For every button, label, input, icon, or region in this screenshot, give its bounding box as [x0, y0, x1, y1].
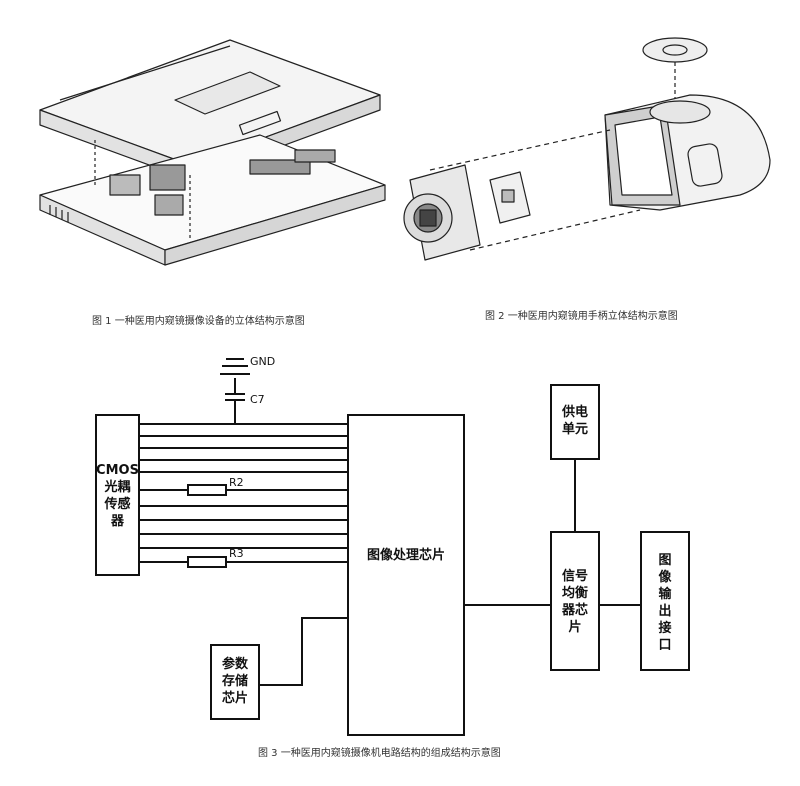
output-line-1: 图	[658, 553, 672, 568]
output-line-3: 输	[658, 587, 672, 602]
figure-2-caption: 图 2 一种医用内窥镜用手柄立体结构示意图	[485, 311, 678, 322]
power-block: 供电 单元	[551, 404, 599, 438]
figure-1-caption: 图 1 一种医用内窥镜摄像设备的立体结构示意图	[92, 316, 305, 327]
power-line-1: 供电	[561, 405, 588, 420]
output-line-5: 接	[658, 621, 672, 636]
image-processor-block: 图像处理芯片	[366, 548, 445, 563]
cmos-line-3: 传感	[104, 497, 131, 512]
figure-3-caption: 图 3 一种医用内窥镜摄像机电路结构的组成结构示意图	[258, 748, 501, 759]
r2-label: R2	[229, 476, 244, 489]
equalizer-line-2: 均衡	[561, 586, 588, 601]
power-line-2: 单元	[561, 422, 588, 437]
cmos-line-1: CMOS	[96, 463, 139, 478]
signal-equalizer-block: 信号 均衡 器芯 片	[551, 568, 599, 636]
c7-label: C7	[250, 393, 265, 406]
cmos-block: CMOS 光耦 传感 器	[96, 462, 139, 530]
param-line-3: 芯片	[221, 691, 248, 706]
cmos-line-4: 器	[110, 514, 124, 529]
cmos-line-2: 光耦	[104, 480, 131, 495]
param-line-1: 参数	[221, 657, 248, 672]
r3-label: R3	[229, 547, 244, 560]
output-line-6: 口	[658, 638, 672, 653]
equalizer-line-4: 片	[568, 620, 582, 635]
param-storage-block: 参数 存储 芯片	[211, 656, 259, 707]
equalizer-line-1: 信号	[561, 569, 588, 584]
param-line-2: 存储	[221, 674, 248, 689]
output-line-4: 出	[658, 604, 672, 619]
image-output-block: 图 像 输 出 接 口	[641, 552, 689, 654]
equalizer-line-3: 器芯	[561, 603, 588, 618]
output-line-2: 像	[658, 570, 672, 585]
gnd-label: GND	[250, 355, 276, 368]
